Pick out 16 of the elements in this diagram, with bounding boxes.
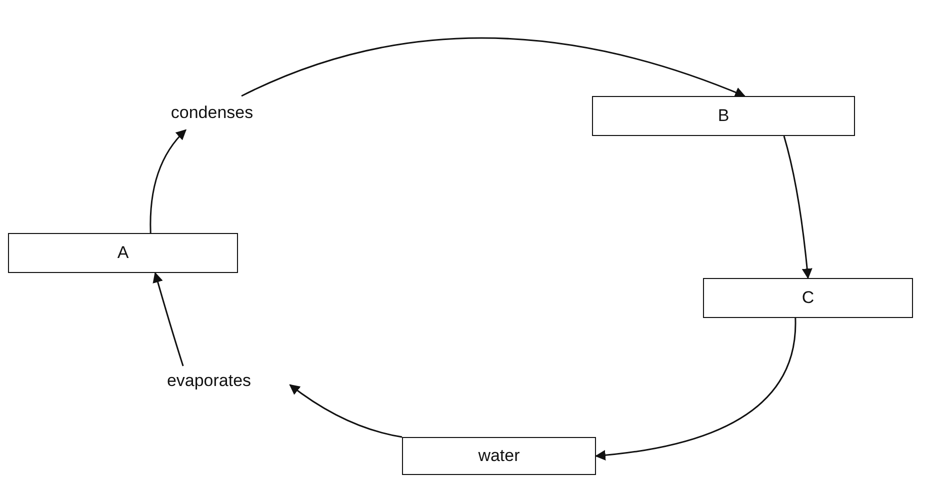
process-box — [402, 437, 596, 475]
process-box — [8, 233, 238, 273]
arrow — [783, 136, 812, 280]
box-label: water — [478, 446, 520, 466]
box-label: C — [802, 288, 814, 308]
box-label: B — [718, 106, 730, 126]
arrow — [594, 318, 796, 460]
arrow — [152, 272, 184, 366]
arrow — [150, 129, 186, 233]
process-box — [703, 278, 913, 318]
box-label: A — [117, 243, 129, 263]
process-label: evaporates — [166, 371, 252, 391]
process-label: condenses — [170, 103, 254, 123]
process-box — [592, 96, 855, 136]
arrow — [241, 37, 746, 98]
arrow — [289, 384, 402, 438]
